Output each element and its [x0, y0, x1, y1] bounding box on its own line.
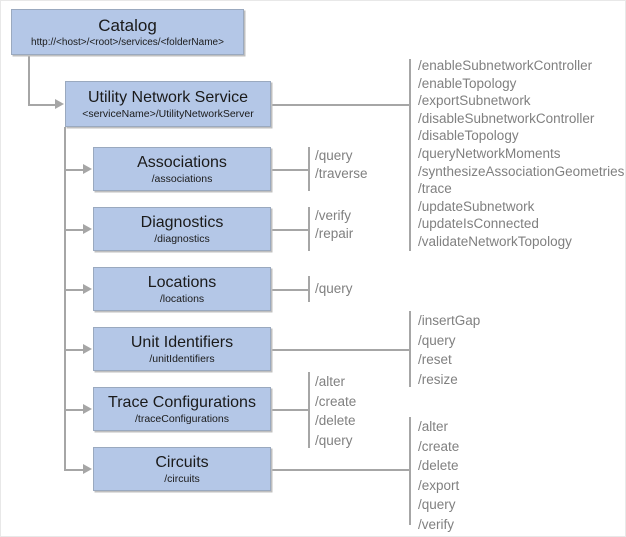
operation-item[interactable]: /delete — [315, 413, 356, 428]
operation-item[interactable]: /updateIsConnected — [418, 216, 539, 232]
node-circuits-title: Circuits — [155, 453, 209, 471]
node-diagnostics-title: Diagnostics — [140, 213, 224, 231]
operation-item[interactable]: /create — [315, 393, 357, 409]
node-trace-configurations-path: /traceConfigurations — [135, 412, 229, 425]
operation-item[interactable]: /enableTopology — [418, 75, 517, 91]
node-diagnostics[interactable]: Diagnostics /diagnostics — [93, 207, 271, 251]
arrow-to-locations — [83, 284, 92, 294]
operation-item[interactable]: /validateNetworkTopology — [418, 233, 572, 249]
connector-spine-to-circuits — [64, 469, 84, 471]
connector-spine-to-diagnostics — [64, 229, 84, 231]
operation-item[interactable]: /repair — [315, 225, 354, 241]
operation-item[interactable]: /query — [418, 332, 456, 348]
node-associations-path: /associations — [151, 172, 213, 185]
node-unit-identifiers[interactable]: Unit Identifiers /unitIdentifiers — [93, 327, 271, 371]
operation-item[interactable]: /trace — [418, 181, 452, 197]
operation-item[interactable]: /query — [315, 148, 353, 163]
node-service-title: Utility Network Service — [87, 88, 249, 106]
connector-diagnostics-to-operations — [271, 229, 309, 231]
operation-item[interactable]: /resize — [418, 371, 458, 387]
operation-item[interactable]: /insertGap — [418, 313, 481, 328]
operation-item[interactable]: /query — [315, 281, 353, 296]
connector-catalog-vertical — [28, 55, 30, 104]
node-associations-title: Associations — [137, 153, 227, 171]
connector-unit-identifiers-to-operations — [271, 349, 409, 351]
arrow-to-trace-configurations — [83, 404, 92, 414]
operation-item[interactable]: /disableTopology — [418, 128, 519, 144]
node-catalog-path: http://<host>/<root>/services/<folderNam… — [31, 36, 224, 48]
connector-catalog-horizontal — [28, 104, 55, 106]
arrow-to-associations — [83, 164, 92, 174]
operation-item[interactable]: /verify — [418, 516, 455, 532]
connector-circuits-to-operations — [271, 469, 409, 471]
operation-item[interactable]: /delete — [418, 458, 459, 473]
operation-item[interactable]: /enableSubnetworkController — [418, 58, 593, 73]
operation-item[interactable]: /alter — [418, 419, 449, 434]
operation-item[interactable]: /traverse — [315, 165, 368, 181]
operations-locations: /query — [315, 280, 353, 298]
arrow-catalog-to-service — [55, 99, 64, 109]
node-catalog[interactable]: Catalog http://<host>/<root>/services/<f… — [11, 9, 244, 55]
operation-item[interactable]: /query — [315, 432, 353, 448]
node-circuits-path: /circuits — [164, 472, 200, 485]
node-associations[interactable]: Associations /associations — [93, 147, 271, 191]
operation-item[interactable]: /updateSubnetwork — [418, 198, 535, 214]
operations-diagnostics: /verify /repair — [315, 207, 353, 242]
operations-circuits: /alter /create /delete /export /query /v… — [418, 417, 459, 534]
operation-item[interactable]: /exportSubnetwork — [418, 93, 531, 109]
connector-associations-to-operations — [271, 169, 309, 171]
operations-service: /enableSubnetworkController /enableTopol… — [418, 57, 624, 251]
operation-item[interactable]: /queryNetworkMoments — [418, 145, 561, 161]
connector-spine-to-associations — [64, 169, 84, 171]
operations-trace-configurations: /alter /create /delete /query — [315, 372, 356, 450]
operation-item[interactable]: /disableSubnetworkController — [418, 110, 595, 126]
connector-spine-to-unit-identifiers — [64, 349, 84, 351]
arrow-to-circuits — [83, 464, 92, 474]
operation-item[interactable]: /synthesizeAssociationGeometries — [418, 163, 625, 179]
bracket-associations-operations — [308, 147, 310, 191]
node-service-path: <serviceName>/UtilityNetworkServer — [82, 107, 254, 120]
operation-item[interactable]: /create — [418, 438, 460, 454]
node-trace-configurations[interactable]: Trace Configurations /traceConfiguration… — [93, 387, 271, 431]
operation-item[interactable]: /verify — [315, 208, 352, 223]
bracket-trace-configurations-operations — [308, 372, 310, 448]
node-catalog-title: Catalog — [98, 15, 157, 35]
node-diagnostics-path: /diagnostics — [154, 232, 210, 245]
arrow-to-unit-identifiers — [83, 344, 92, 354]
bracket-unit-identifiers-operations — [409, 311, 411, 387]
node-unit-identifiers-path: /unitIdentifiers — [149, 352, 215, 365]
connector-service-child-spine — [64, 127, 66, 469]
node-locations-path: /locations — [159, 292, 205, 305]
node-locations[interactable]: Locations /locations — [93, 267, 271, 311]
operations-unit-identifiers: /insertGap /query /reset /resize — [418, 311, 480, 389]
operations-associations: /query /traverse — [315, 147, 368, 182]
node-unit-identifiers-title: Unit Identifiers — [130, 333, 234, 351]
node-circuits[interactable]: Circuits /circuits — [93, 447, 271, 491]
connector-locations-to-operations — [271, 289, 309, 291]
bracket-circuits-operations — [409, 417, 411, 525]
operation-item[interactable]: /alter — [315, 374, 346, 389]
operation-item[interactable]: /reset — [418, 352, 452, 367]
operation-item[interactable]: /query — [418, 497, 456, 512]
connector-spine-to-trace-configurations — [64, 409, 84, 411]
node-utility-network-service[interactable]: Utility Network Service <serviceName>/Ut… — [65, 81, 271, 127]
operation-item[interactable]: /export — [418, 477, 460, 493]
bracket-diagnostics-operations — [308, 207, 310, 251]
connector-spine-to-locations — [64, 289, 84, 291]
bracket-service-operations — [409, 59, 411, 251]
node-locations-title: Locations — [147, 273, 217, 291]
connector-service-to-operations — [271, 104, 409, 106]
bracket-locations-operations — [308, 276, 310, 302]
connector-trace-configurations-to-operations — [271, 409, 309, 411]
node-trace-configurations-title: Trace Configurations — [108, 393, 256, 411]
arrow-to-diagnostics — [83, 224, 92, 234]
